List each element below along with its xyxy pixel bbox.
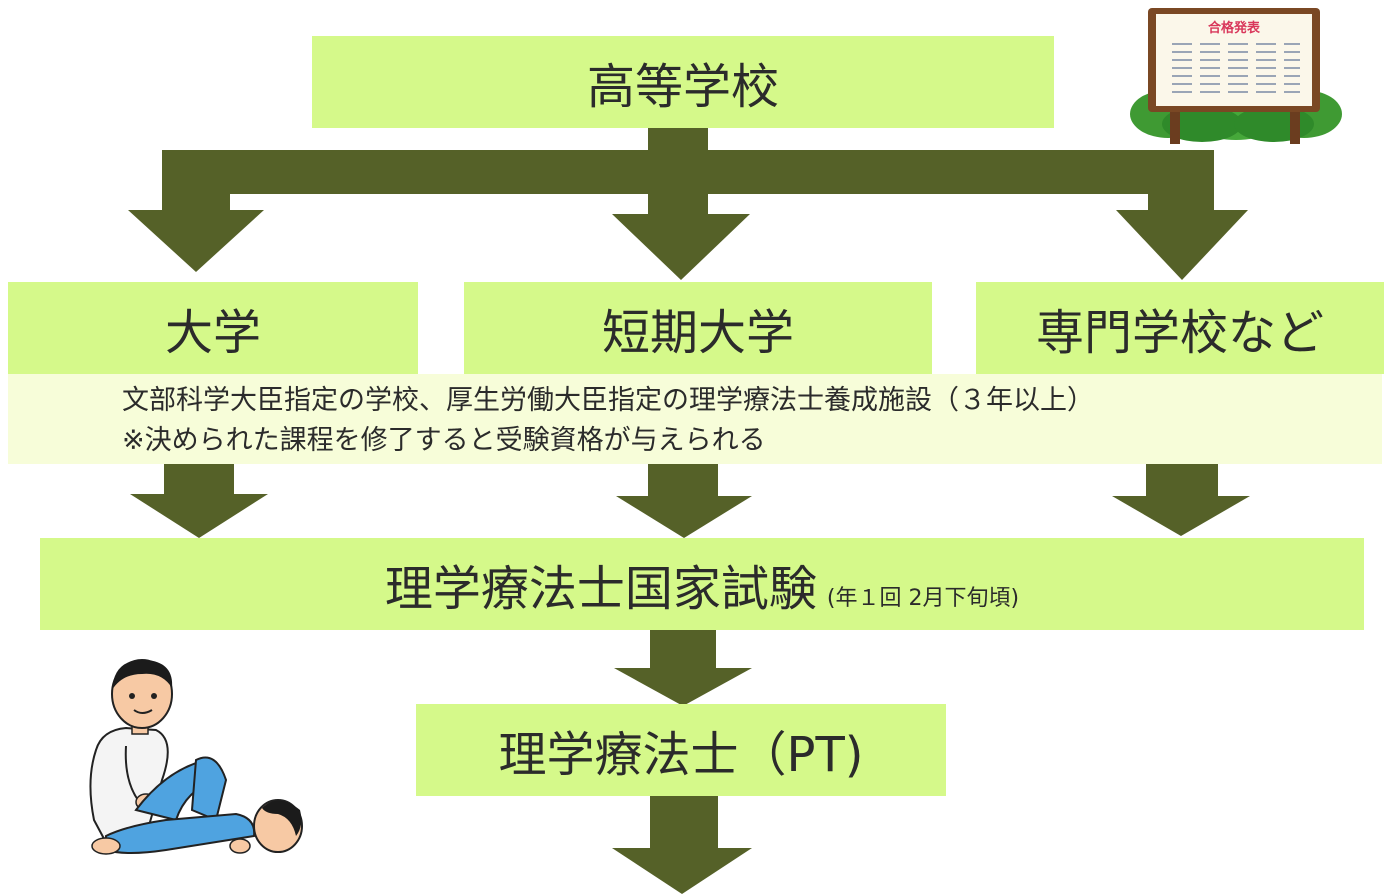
high-school-box: 高等学校	[312, 36, 1054, 128]
left-stem	[162, 150, 230, 212]
university-label: 大学	[164, 305, 261, 361]
requirements-note-band	[8, 374, 1382, 464]
junior-college-label: 短期大学	[601, 305, 794, 361]
arrow-head-university	[128, 210, 264, 272]
arrow-head-pt	[612, 848, 752, 894]
vocational-school-label: 専門学校など	[1035, 305, 1324, 361]
junior-college-box: 短期大学	[464, 282, 932, 374]
physical-therapist-box: 理学療法士（PT)	[416, 704, 946, 796]
arrow-head-right-2	[1112, 496, 1250, 536]
national-exam-label: 理学療法士国家試験	[384, 561, 817, 617]
center-stem	[648, 126, 708, 216]
physical-therapist-label: 理学療法士（PT)	[498, 727, 864, 783]
arrow-stem-left-2	[164, 464, 234, 494]
arrow-head-junior-college	[612, 214, 750, 280]
vocational-school-box: 専門学校など	[976, 282, 1384, 374]
national-exam-schedule: (年１回 2月下旬頃)	[826, 586, 1020, 611]
arrow-stem-pt	[650, 796, 718, 848]
arrow-stem-center-2	[648, 464, 718, 496]
requirements-note-line2: ※決められた課程を修了すると受験資格が与えられる	[122, 425, 766, 456]
national-exam-box: 理学療法士国家試験 (年１回 2月下旬頃)	[40, 538, 1364, 630]
therapist-illustration-icon	[89, 659, 303, 855]
right-stem	[1148, 150, 1214, 212]
university-box: 大学	[8, 282, 418, 374]
signboard-title: 合格発表	[1208, 20, 1261, 36]
arrow-head-left-2	[130, 494, 268, 538]
arrow-stem-right-2	[1146, 464, 1218, 496]
requirements-note-line1: 文部科学大臣指定の学校、厚生労働大臣指定の理学療法士養成施設（３年以上）	[122, 385, 1094, 416]
arrow-stem-exam	[650, 630, 716, 668]
arrow-head-center-2	[616, 496, 752, 538]
results-signboard-icon: 合格発表	[1130, 8, 1342, 144]
arrow-head-exam	[614, 668, 752, 706]
high-school-label: 高等学校	[586, 59, 779, 115]
arrow-head-vocational	[1116, 210, 1248, 280]
